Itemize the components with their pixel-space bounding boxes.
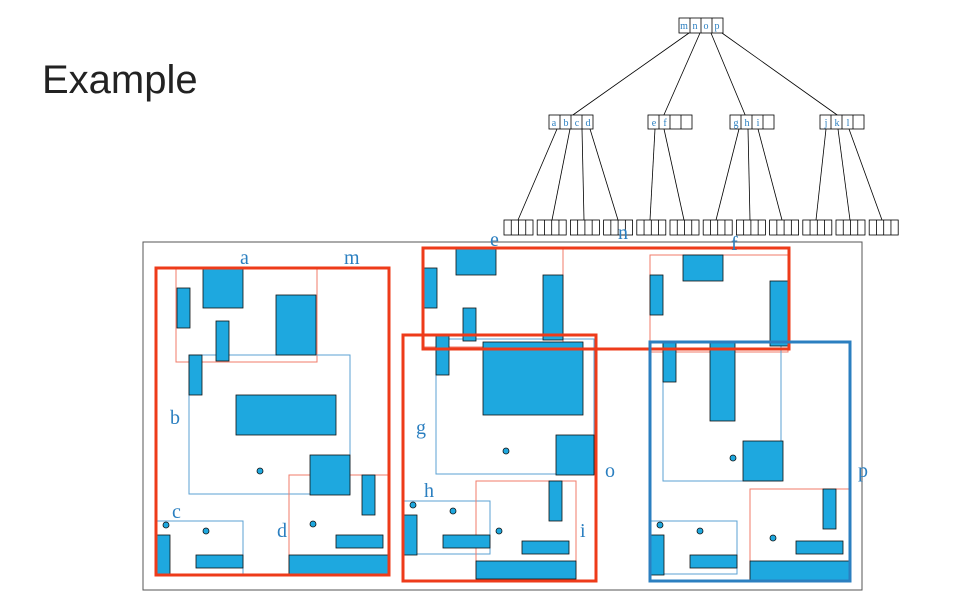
tree-leaf-nodes [503, 219, 899, 236]
tree-node-ghi: g h i [729, 114, 775, 130]
data-points [162, 447, 777, 542]
tree-leaf-node [503, 219, 534, 236]
label-d: d [277, 520, 287, 542]
label-h: h [424, 480, 434, 502]
label-a: a [240, 247, 249, 269]
tree-key: d [586, 118, 591, 129]
label-o: o [605, 460, 615, 482]
tree-leaf-node [603, 219, 633, 236]
tree-key: b [564, 118, 569, 129]
tree-leaf-node [570, 219, 600, 236]
tree-key: h [745, 118, 750, 129]
label-i: i [580, 520, 586, 542]
mbr-m [154, 266, 391, 577]
tree-root-key: n [693, 21, 698, 32]
tree-leaf-node [868, 219, 899, 236]
tree-key: e [652, 118, 657, 129]
mbr-n [421, 246, 791, 351]
label-b: b [170, 407, 180, 429]
tree-root-key: m [680, 21, 688, 32]
mbr-b [188, 354, 351, 495]
data-objects [156, 247, 851, 582]
label-m: m [344, 247, 360, 269]
tree-key: g [734, 118, 739, 129]
mbr-p [648, 340, 852, 583]
tree-key: c [575, 118, 580, 129]
mbr-o [401, 333, 598, 583]
label-e: e [490, 229, 499, 251]
tree-key: j [824, 118, 828, 129]
tree-leaf-node [669, 219, 700, 236]
label-g: g [416, 417, 426, 439]
tree-leaf-node [636, 219, 667, 236]
tree-key: i [757, 118, 760, 129]
label-c: c [172, 501, 181, 523]
tree-root-key: p [715, 21, 720, 32]
tree-leaf-node [835, 219, 866, 236]
tree-key: k [835, 118, 840, 129]
tree-edges [517, 32, 883, 221]
slide-title: Example [42, 58, 198, 102]
tree-key: l [847, 118, 850, 129]
tree-key: f [663, 118, 667, 129]
tree-leaf-node [736, 219, 766, 236]
tree-leaf-node [802, 219, 833, 236]
tree-root-node: m n o p [678, 17, 724, 34]
tree-key: a [552, 118, 557, 129]
tree-leaf-node [536, 219, 567, 236]
tree-node-abcd: a b c d [548, 114, 594, 130]
label-p: p [858, 460, 868, 482]
label-n: n [618, 222, 628, 244]
tree-leaf-node [769, 219, 799, 236]
mbr-g [435, 338, 595, 475]
tree-node-jkl: j k l [819, 114, 865, 130]
label-f: f [731, 233, 738, 255]
tree-leaf-node [702, 219, 733, 236]
tree-node-ef: e f [647, 114, 693, 130]
space-frame [142, 241, 863, 591]
tree-root-key: o [704, 21, 709, 32]
